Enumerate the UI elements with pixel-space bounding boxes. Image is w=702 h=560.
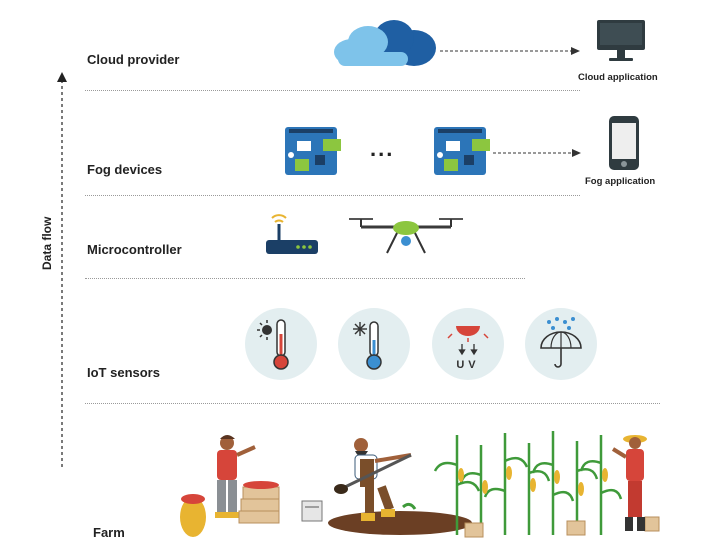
corn-field [433, 431, 623, 535]
drone-icon [349, 218, 463, 254]
farmer-inspecting [611, 435, 647, 531]
layer-label-fog: Fog devices [87, 162, 163, 177]
divider-fog [85, 195, 580, 196]
phone-icon [609, 116, 639, 170]
corn-cobs [458, 466, 608, 496]
cloud-icon [334, 20, 436, 66]
layer-label-farm: Farm [93, 525, 125, 540]
umbrella-rain-icon [540, 317, 582, 368]
divider-cloud [85, 90, 580, 91]
farmer-harvesting [180, 435, 280, 537]
thermometer-sun-icon [257, 319, 289, 370]
farmer-digging [301, 438, 472, 535]
cloud-link-arrow [440, 47, 580, 55]
sensor-uv: UV [432, 308, 504, 380]
layer-label-microcontroller: Microcontroller [87, 242, 182, 257]
uv-label: UV [456, 359, 479, 371]
fog-board-icon-1 [285, 127, 341, 175]
router-icon [266, 214, 318, 254]
fog-board-icon-2 [434, 127, 490, 175]
fog-link-arrow [493, 149, 581, 157]
sensor-rain [525, 308, 597, 380]
layer-label-iot: IoT sensors [87, 365, 160, 380]
divider-iot [85, 403, 660, 404]
fog-ellipsis: ... [370, 136, 395, 161]
data-flow-label: Data flow [40, 216, 54, 270]
fog-application-label: Fog application [585, 176, 656, 187]
farm-illustration [180, 431, 660, 538]
thermometer-snow-icon [353, 321, 382, 370]
data-flow-arrow [57, 72, 67, 470]
divider-micro [85, 278, 525, 279]
sensor-temperature-hot [245, 308, 317, 380]
sensor-temperature-cold [338, 308, 410, 380]
cloud-application-label: Cloud application [578, 72, 658, 83]
uv-lamp-icon: UV [447, 326, 489, 371]
layer-label-cloud: Cloud provider [87, 52, 180, 67]
monitor-icon [597, 20, 645, 61]
